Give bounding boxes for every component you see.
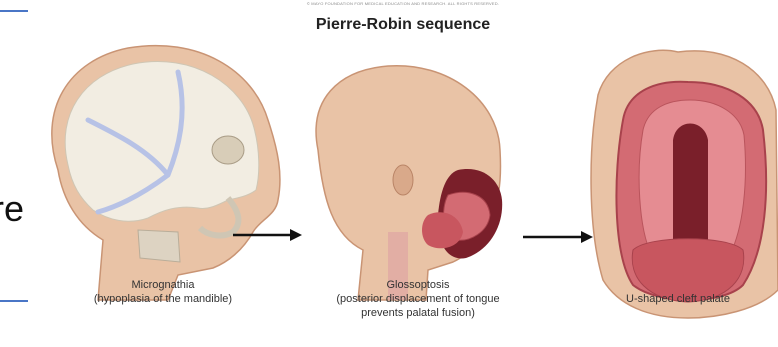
caption-glossoptosis-detail-1: (posterior displacement of tongue xyxy=(298,292,538,306)
glossoptosis-illustration xyxy=(316,66,502,300)
arrow-2 xyxy=(523,231,593,243)
caption-micrognathia: Micrognathia (hypoplasia of the mandible… xyxy=(28,278,298,306)
caption-glossoptosis-title: Glossoptosis xyxy=(298,278,538,292)
caption-cleft-palate: U-shaped cleft palate xyxy=(578,292,778,306)
caption-micrognathia-title: Micrognathia xyxy=(28,278,298,292)
cleft-palate-illustration xyxy=(591,50,778,318)
caption-glossoptosis-detail-2: prevents palatal fusion) xyxy=(298,306,538,320)
pierre-robin-figure[interactable]: © MAYO FOUNDATION FOR MEDICAL EDUCATION … xyxy=(28,0,778,347)
caption-glossoptosis: Glossoptosis (posterior displacement of … xyxy=(298,278,538,320)
caption-cleft-palate-title: U-shaped cleft palate xyxy=(578,292,778,306)
caption-micrognathia-detail: (hypoplasia of the mandible) xyxy=(28,292,298,306)
slide-body-text: re xyxy=(0,191,24,227)
micrognathia-illustration xyxy=(52,46,280,300)
